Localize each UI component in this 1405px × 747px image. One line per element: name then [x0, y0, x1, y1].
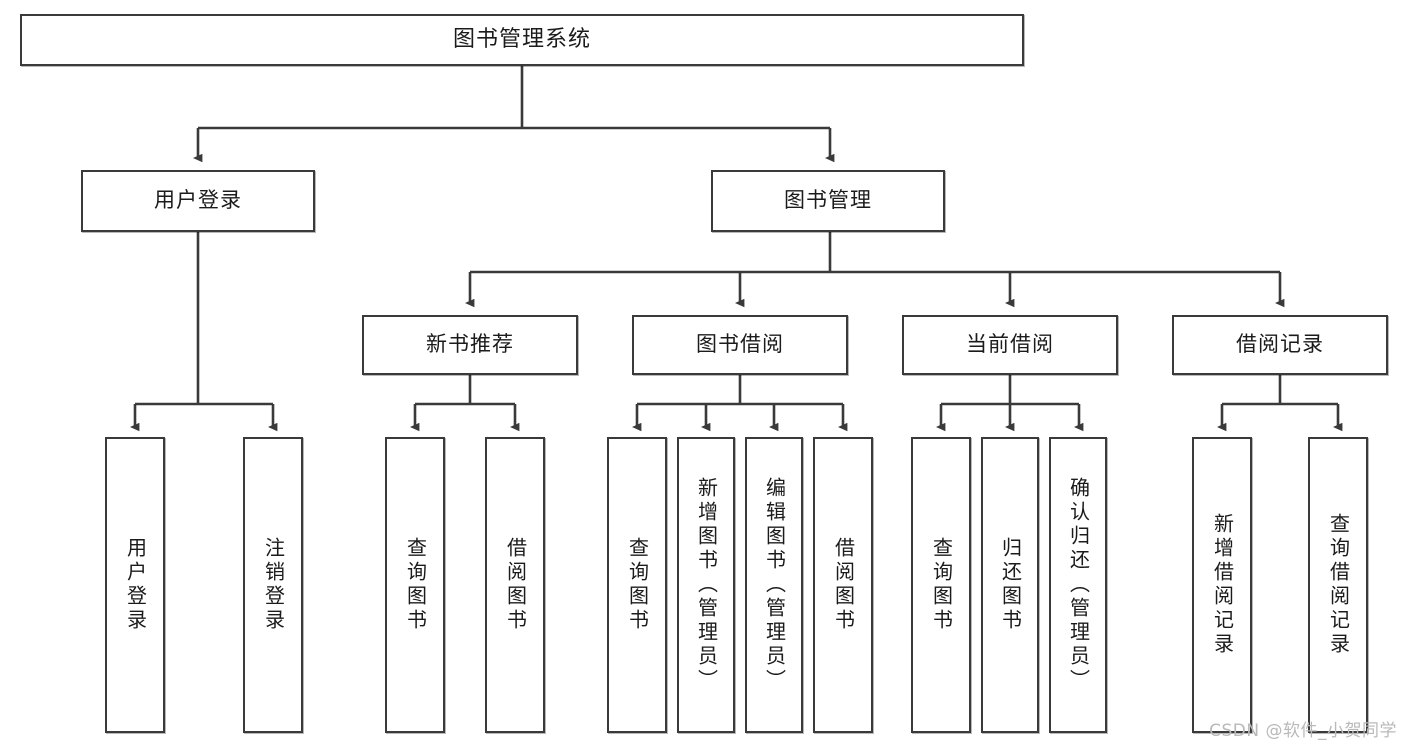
node-leaf-query-book[interactable]: 查询图书 [607, 437, 667, 733]
node-leaf-query-book-current[interactable]: 查询图书 [911, 437, 971, 733]
node-label: 当前借阅 [966, 332, 1054, 357]
node-label: 新书推荐 [426, 332, 514, 357]
node-book-borrow[interactable]: 图书借阅 [632, 315, 848, 375]
node-leaf-confirm-return-admin[interactable]: 确认归还（管理员） [1049, 437, 1107, 733]
node-leaf-edit-book-admin[interactable]: 编辑图书（管理员） [745, 437, 803, 733]
node-leaf-return-book[interactable]: 归还图书 [981, 437, 1039, 733]
node-leaf-borrow-book[interactable]: 借阅图书 [813, 437, 873, 733]
node-label: 借阅图书 [831, 537, 856, 633]
node-root-system[interactable]: 图书管理系统 [20, 14, 1024, 66]
node-leaf-add-borrow-record[interactable]: 新增借阅记录 [1192, 437, 1252, 733]
node-label: 查询图书 [625, 537, 650, 633]
node-leaf-user-login[interactable]: 用户登录 [105, 437, 165, 733]
node-book-management[interactable]: 图书管理 [711, 170, 945, 232]
node-label: 用户登录 [123, 537, 148, 633]
node-borrow-record[interactable]: 借阅记录 [1172, 315, 1388, 375]
node-leaf-logout[interactable]: 注销登录 [243, 437, 303, 733]
node-new-book-recommend[interactable]: 新书推荐 [362, 315, 578, 375]
node-label: 查询借阅记录 [1326, 513, 1351, 657]
node-leaf-add-book-admin[interactable]: 新增图书（管理员） [677, 437, 735, 733]
node-label: 用户登录 [154, 188, 242, 213]
node-label: 借阅图书 [503, 537, 528, 633]
node-label: 图书管理系统 [452, 26, 591, 52]
node-label: 归还图书 [998, 537, 1023, 633]
node-label: 查询图书 [929, 537, 954, 633]
node-leaf-query-book-recommend[interactable]: 查询图书 [385, 437, 445, 733]
node-label: 确认归还（管理员） [1066, 477, 1091, 693]
node-label: 新增借阅记录 [1210, 513, 1235, 657]
node-user-login[interactable]: 用户登录 [81, 170, 315, 232]
node-current-borrow[interactable]: 当前借阅 [902, 315, 1118, 375]
node-label: 图书借阅 [696, 332, 784, 357]
node-label: 借阅记录 [1236, 332, 1324, 357]
node-label: 图书管理 [784, 188, 872, 213]
node-label: 查询图书 [403, 537, 428, 633]
node-label: 新增图书（管理员） [694, 477, 719, 693]
node-label: 注销登录 [261, 537, 286, 633]
node-label: 编辑图书（管理员） [762, 477, 787, 693]
watermark-csdn: CSDN @软件_小贺同学 [1209, 721, 1397, 741]
node-leaf-borrow-book-recommend[interactable]: 借阅图书 [485, 437, 545, 733]
node-leaf-query-borrow-record[interactable]: 查询借阅记录 [1308, 437, 1368, 733]
